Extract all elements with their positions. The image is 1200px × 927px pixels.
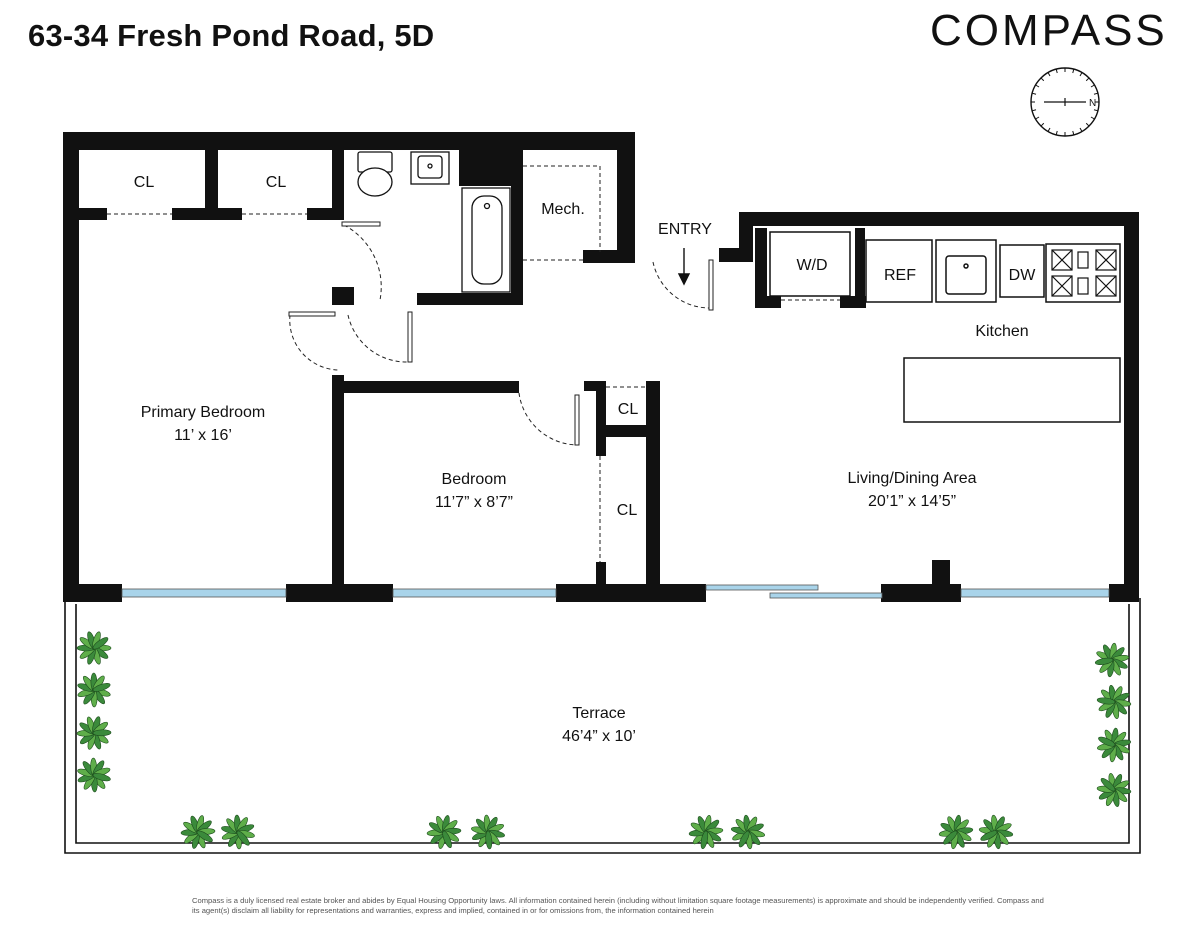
north-letter: N (1089, 98, 1096, 109)
bathroom-fixtures (357, 151, 511, 293)
terrace-plants (76, 631, 1132, 850)
north-compass-icon: N (1030, 67, 1100, 137)
closet-label-2: CL (266, 174, 287, 191)
plant-icon (1094, 642, 1130, 678)
kitchen-fixtures (769, 231, 1121, 423)
entry-arrow-icon (677, 248, 691, 286)
mech-label: Mech. (541, 201, 585, 218)
stove-burners (1051, 249, 1117, 297)
plant-icon (688, 815, 724, 849)
closet-label-3: CL (618, 401, 639, 418)
living-dining-name: Living/Dining Area (848, 470, 977, 487)
terrace-outline (64, 598, 1141, 854)
plant-icon (1096, 773, 1132, 807)
door-swings (107, 165, 840, 562)
plant-icon (221, 814, 255, 850)
closet-label-4: CL (617, 502, 638, 519)
primary-bedroom-name: Primary Bedroom (141, 404, 265, 421)
bedroom-dims: 11’7” x 8’7” (435, 494, 513, 511)
legal-disclaimer: Compass is a duly licensed real estate b… (192, 896, 1044, 915)
plant-icon (76, 716, 112, 750)
washer-dryer-label: W/D (796, 257, 827, 274)
closet-label-1: CL (134, 174, 155, 191)
dishwasher-label: DW (1009, 267, 1037, 284)
refrigerator-label: REF (884, 267, 916, 284)
walls (63, 132, 1139, 602)
plant-icon (1096, 684, 1132, 720)
stove-icon (1045, 243, 1121, 303)
kitchen-island (903, 357, 1121, 423)
plant-icon (180, 815, 216, 849)
plant-icon (77, 757, 111, 793)
terrace-dims: 46’4” x 10’ (562, 728, 636, 745)
bedroom-name: Bedroom (442, 471, 507, 488)
brand-logo: COMPASS (930, 6, 1168, 55)
plant-icon (978, 814, 1014, 850)
plant-icon (76, 631, 112, 665)
plant-icon (730, 814, 766, 850)
refrigerator-icon (865, 239, 933, 303)
plant-icon (938, 814, 974, 850)
room-labels: CL CL CL CL Mech. ENTRY W/D REF DW Kitch… (134, 174, 1036, 745)
plan-title: 63-34 Fresh Pond Road, 5D (28, 18, 435, 53)
door-leaves (288, 221, 714, 446)
plant-icon (471, 814, 505, 850)
windows (121, 584, 1110, 599)
toilet-bowl-icon (357, 167, 393, 197)
dishwasher-icon (999, 244, 1045, 298)
primary-bedroom-dims: 11’ x 16’ (174, 427, 232, 444)
terrace-name: Terrace (572, 705, 625, 722)
kitchen-label: Kitchen (975, 323, 1028, 340)
brand-name: COMPASS (930, 6, 1168, 55)
living-dining-dims: 20’1” x 14’5” (868, 493, 956, 510)
plant-icon (1097, 727, 1131, 763)
entry-label: ENTRY (658, 221, 712, 238)
plant-icon (77, 672, 111, 708)
washer-dryer-icon (769, 231, 851, 297)
plant-icon (426, 815, 462, 849)
